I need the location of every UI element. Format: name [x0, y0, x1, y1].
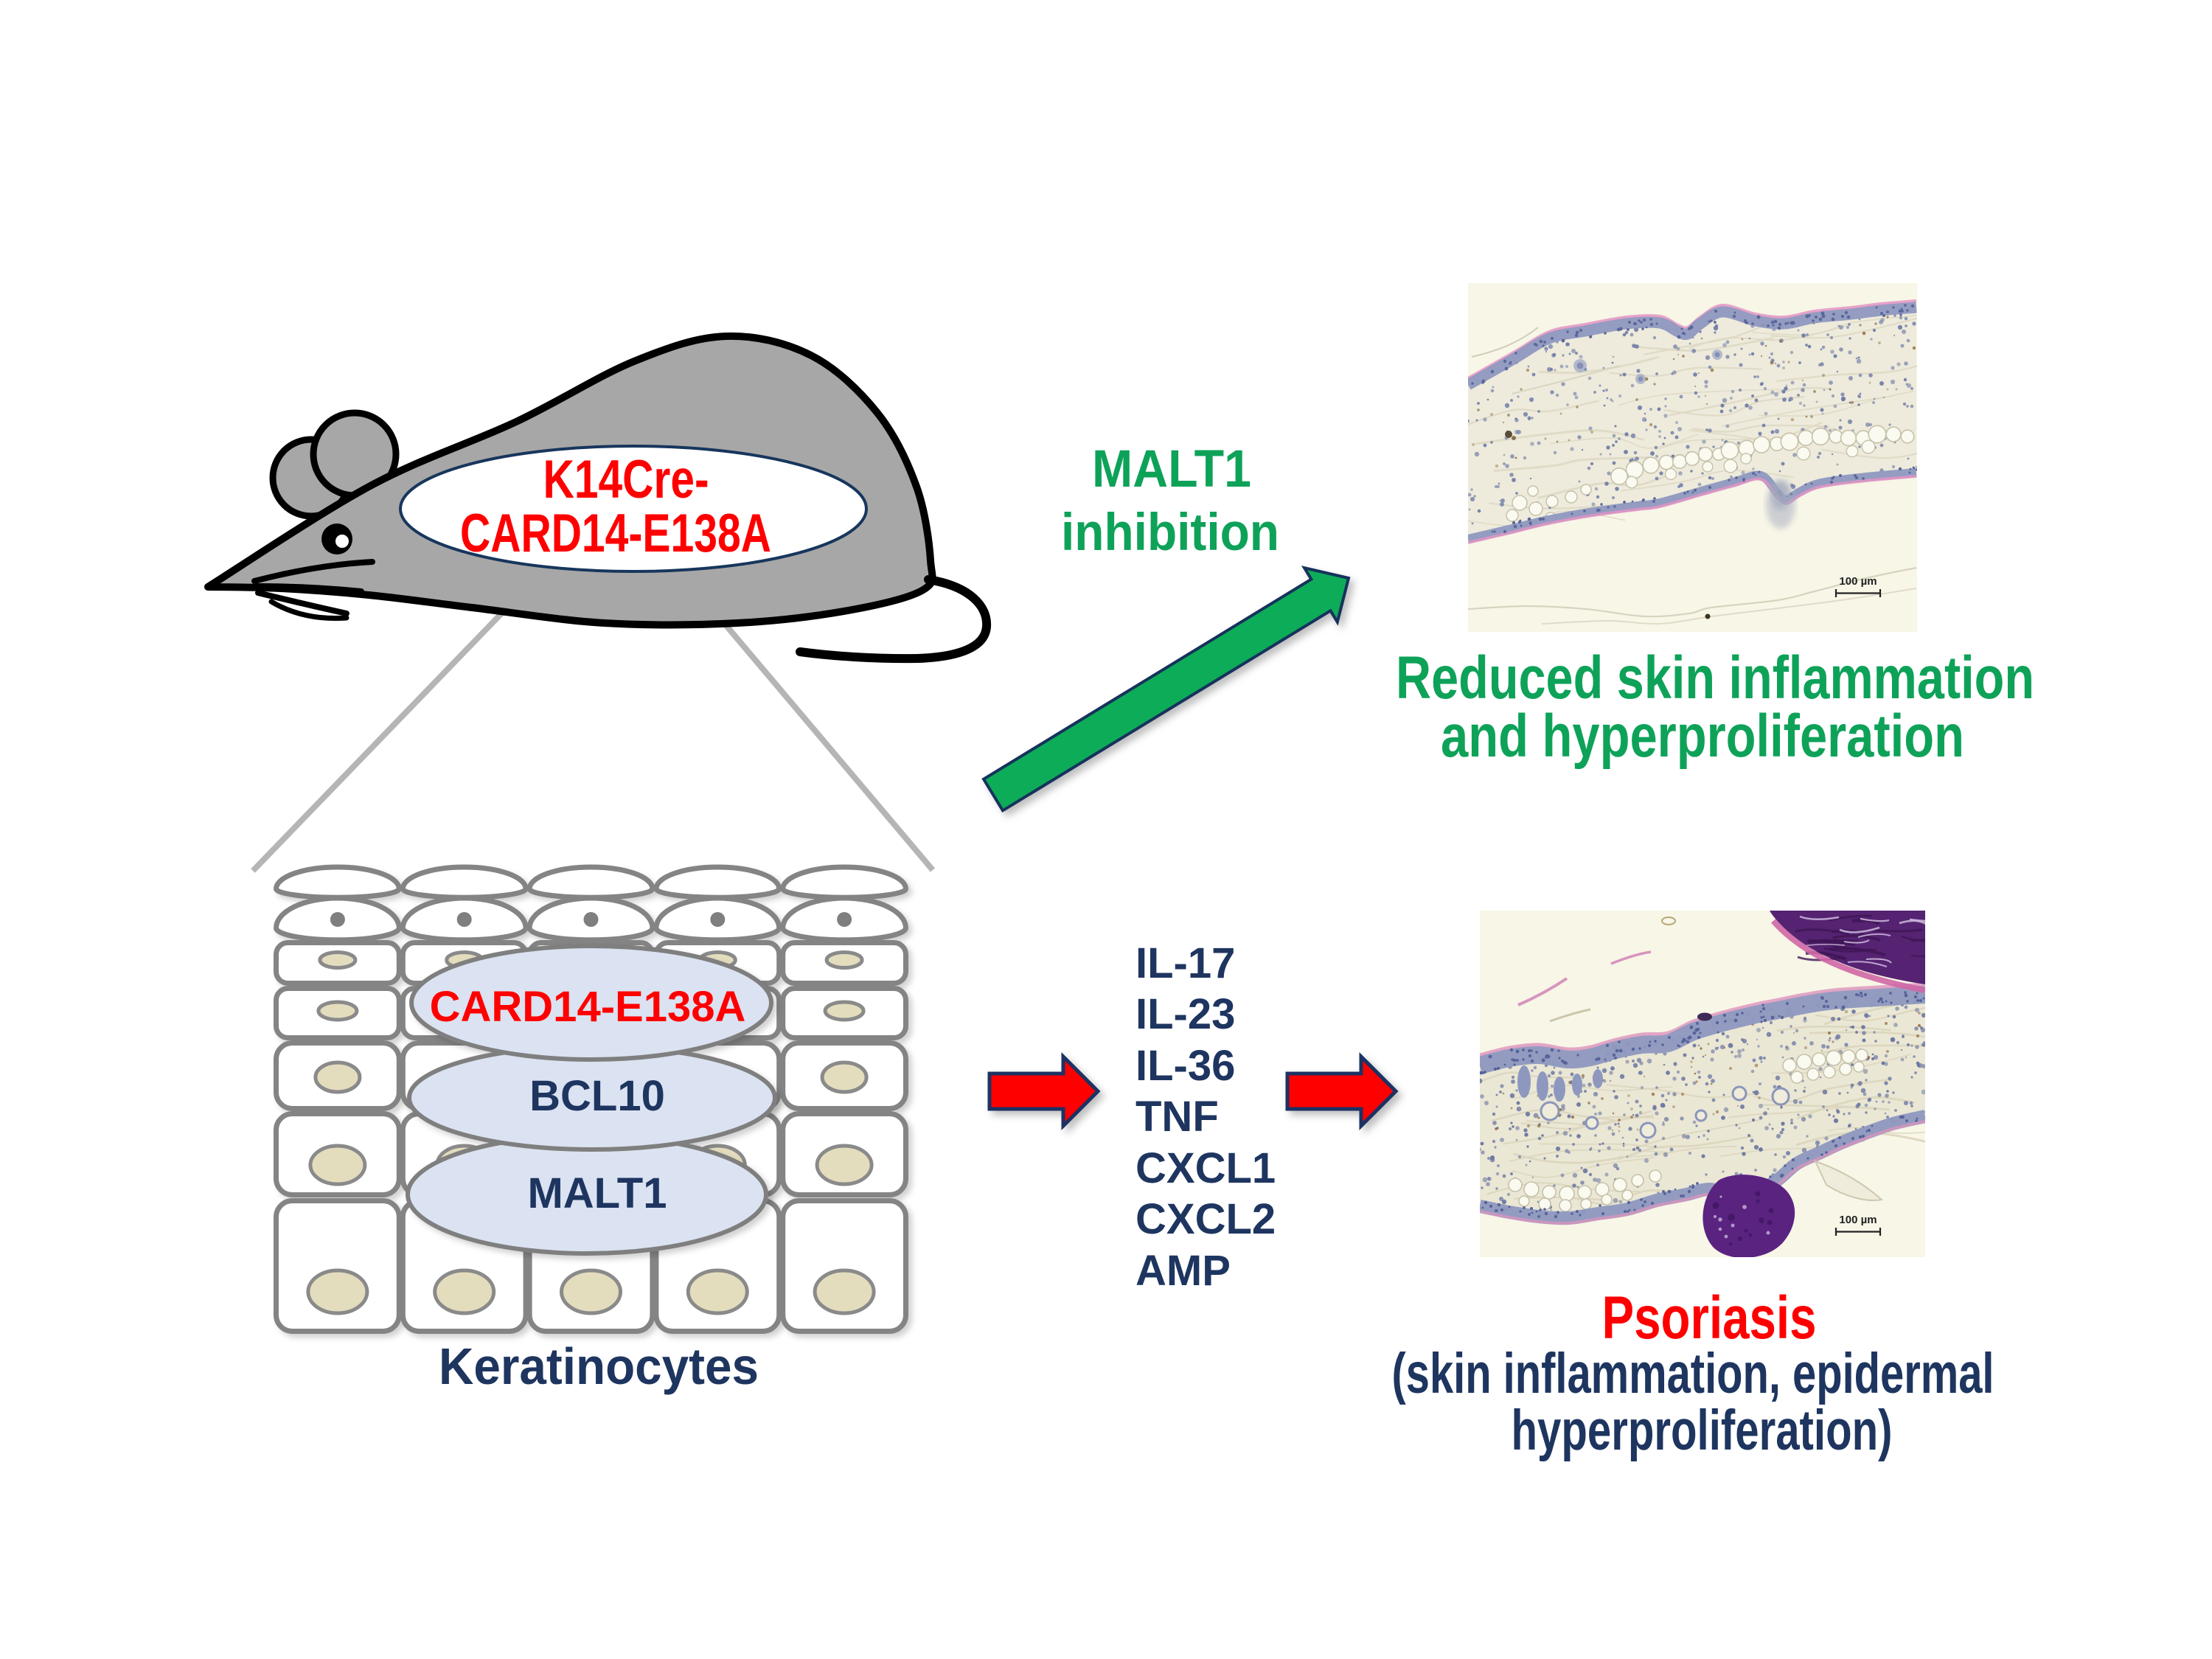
- svg-text:inhibition: inhibition: [1061, 504, 1279, 562]
- svg-text:hyperproliferation): hyperproliferation): [1512, 1399, 1893, 1462]
- svg-text:K14Cre-: K14Cre-: [543, 450, 709, 509]
- svg-text:100 µm: 100 µm: [1839, 575, 1877, 588]
- svg-text:Keratinocytes: Keratinocytes: [439, 1338, 759, 1395]
- svg-text:IL-36: IL-36: [1135, 1042, 1235, 1090]
- svg-text:TNF: TNF: [1135, 1093, 1219, 1141]
- svg-text:Psoriasis: Psoriasis: [1602, 1284, 1817, 1352]
- svg-text:MALT1: MALT1: [527, 1169, 667, 1217]
- svg-text:CARD14-E138A: CARD14-E138A: [430, 983, 746, 1031]
- svg-text:IL-17: IL-17: [1135, 939, 1235, 987]
- svg-text:CARD14-E138A: CARD14-E138A: [460, 504, 771, 563]
- svg-text:AMP: AMP: [1135, 1247, 1231, 1295]
- svg-text:CXCL2: CXCL2: [1135, 1195, 1276, 1243]
- svg-text:BCL10: BCL10: [529, 1072, 665, 1120]
- svg-text:Reduced skin inflammation: Reduced skin inflammation: [1396, 644, 2034, 712]
- svg-text:CXCL1: CXCL1: [1135, 1144, 1276, 1192]
- svg-text:and hyperproliferation: and hyperproliferation: [1441, 703, 1964, 770]
- svg-text:(skin inflammation, epidermal: (skin inflammation, epidermal: [1392, 1342, 1994, 1405]
- svg-text:MALT1: MALT1: [1092, 440, 1251, 498]
- svg-text:100 µm: 100 µm: [1839, 1214, 1877, 1226]
- svg-text:IL-23: IL-23: [1135, 990, 1235, 1038]
